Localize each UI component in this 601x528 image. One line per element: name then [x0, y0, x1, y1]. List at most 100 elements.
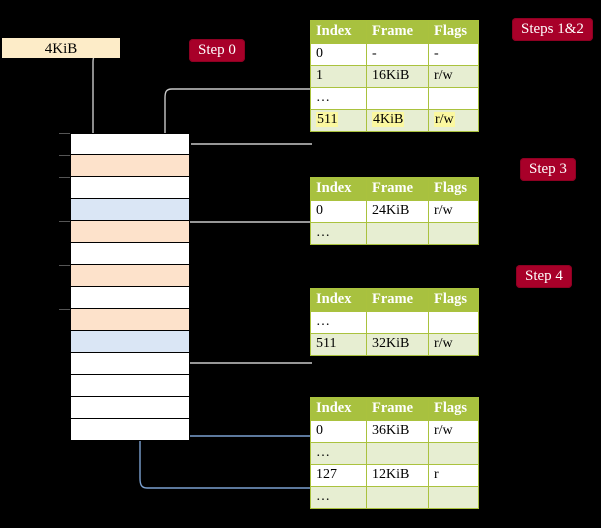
table-row: … — [310, 87, 479, 110]
highlighted-value: 4KiB — [372, 112, 405, 127]
column-header-index: Index — [310, 397, 367, 421]
table-row: 511 4KiB r/w — [310, 109, 479, 132]
memory-frame-row — [70, 265, 190, 287]
table-cell — [428, 87, 479, 110]
column-header-index: Index — [310, 288, 367, 312]
table-row: … — [310, 442, 479, 465]
table-cell: … — [310, 87, 367, 110]
table-cell: 0 — [310, 43, 367, 66]
table-cell — [366, 222, 429, 245]
table-row: … — [310, 311, 479, 334]
memory-frame-row — [70, 243, 190, 265]
memory-frame-row — [70, 287, 190, 309]
column-header-frame: Frame — [366, 20, 429, 44]
table-cell — [366, 311, 429, 334]
column-header-flags: Flags — [428, 20, 479, 44]
table-cell: - — [366, 43, 429, 66]
memory-row-tick — [59, 265, 70, 266]
table-cell: r/w — [428, 109, 479, 132]
table-cell: 0 — [310, 200, 367, 223]
step-badge-step-3: Step 3 — [520, 158, 576, 181]
table-cell: r — [428, 464, 479, 487]
memory-row-tick — [59, 177, 70, 178]
table-cell: r/w — [428, 420, 479, 443]
column-header-frame: Frame — [366, 288, 429, 312]
memory-frame-row — [70, 397, 190, 419]
wire-l1-row0 — [177, 221, 312, 267]
memory-frame-row — [70, 155, 190, 177]
table-cell — [428, 442, 479, 465]
step-badge-steps-1-2: Steps 1&2 — [512, 18, 593, 41]
column-header-index: Index — [310, 177, 367, 201]
memory-frame-row — [70, 133, 190, 155]
step-badge-step-4: Step 4 — [516, 265, 572, 288]
memory-frame-column — [70, 133, 190, 441]
table-cell: 12KiB — [366, 464, 429, 487]
table-cell: 511 — [310, 333, 367, 356]
memory-frame-row — [70, 375, 190, 397]
step-badge-step-0: Step 0 — [189, 39, 245, 62]
table-cell: 36KiB — [366, 420, 429, 443]
highlighted-value: 511 — [316, 112, 339, 127]
memory-frame-row — [70, 353, 190, 375]
table-cell: 4KiB — [366, 109, 429, 132]
table-cell: 1 — [310, 65, 367, 88]
table-cell: … — [310, 311, 367, 334]
memory-frame-row — [70, 419, 190, 441]
column-header-flags: Flags — [428, 177, 479, 201]
table-cell — [428, 311, 479, 334]
memory-frame-row — [70, 221, 190, 243]
table-cell: 127 — [310, 464, 367, 487]
table-cell: 511 — [310, 109, 367, 132]
size-label-4kib: 4KiB — [2, 38, 120, 58]
memory-row-tick — [59, 155, 70, 156]
wire-mem-to-l2 — [177, 313, 312, 364]
column-header-frame: Frame — [366, 177, 429, 201]
table-row: 0-- — [310, 43, 479, 66]
memory-frame-row — [70, 199, 190, 221]
memory-row-tick — [59, 133, 70, 134]
column-header-index: Index — [310, 20, 367, 44]
table-cell: 24KiB — [366, 200, 429, 223]
memory-frame-row — [70, 331, 190, 353]
table-cell: 16KiB — [366, 65, 429, 88]
column-header-flags: Flags — [428, 288, 479, 312]
table-cell: … — [310, 486, 367, 509]
table-cell — [366, 87, 429, 110]
column-header-frame: Frame — [366, 397, 429, 421]
highlighted-value: r/w — [434, 112, 455, 127]
table-cell — [366, 442, 429, 465]
column-header-flags: Flags — [428, 397, 479, 421]
table-cell: … — [310, 222, 367, 245]
table-row: … — [310, 486, 479, 509]
table-cell: r/w — [428, 65, 479, 88]
table-cell: 0 — [310, 420, 367, 443]
table-cell: - — [428, 43, 479, 66]
memory-frame-row — [70, 177, 190, 199]
memory-row-tick — [59, 221, 70, 222]
table-cell — [428, 486, 479, 509]
table-row: … — [310, 222, 479, 245]
table-cell: r/w — [428, 200, 479, 223]
memory-row-tick — [59, 309, 70, 310]
table-cell: r/w — [428, 333, 479, 356]
table-cell: 32KiB — [366, 333, 429, 356]
table-cell — [428, 222, 479, 245]
table-cell — [366, 486, 429, 509]
table-cell: … — [310, 442, 367, 465]
memory-frame-row — [70, 309, 190, 331]
